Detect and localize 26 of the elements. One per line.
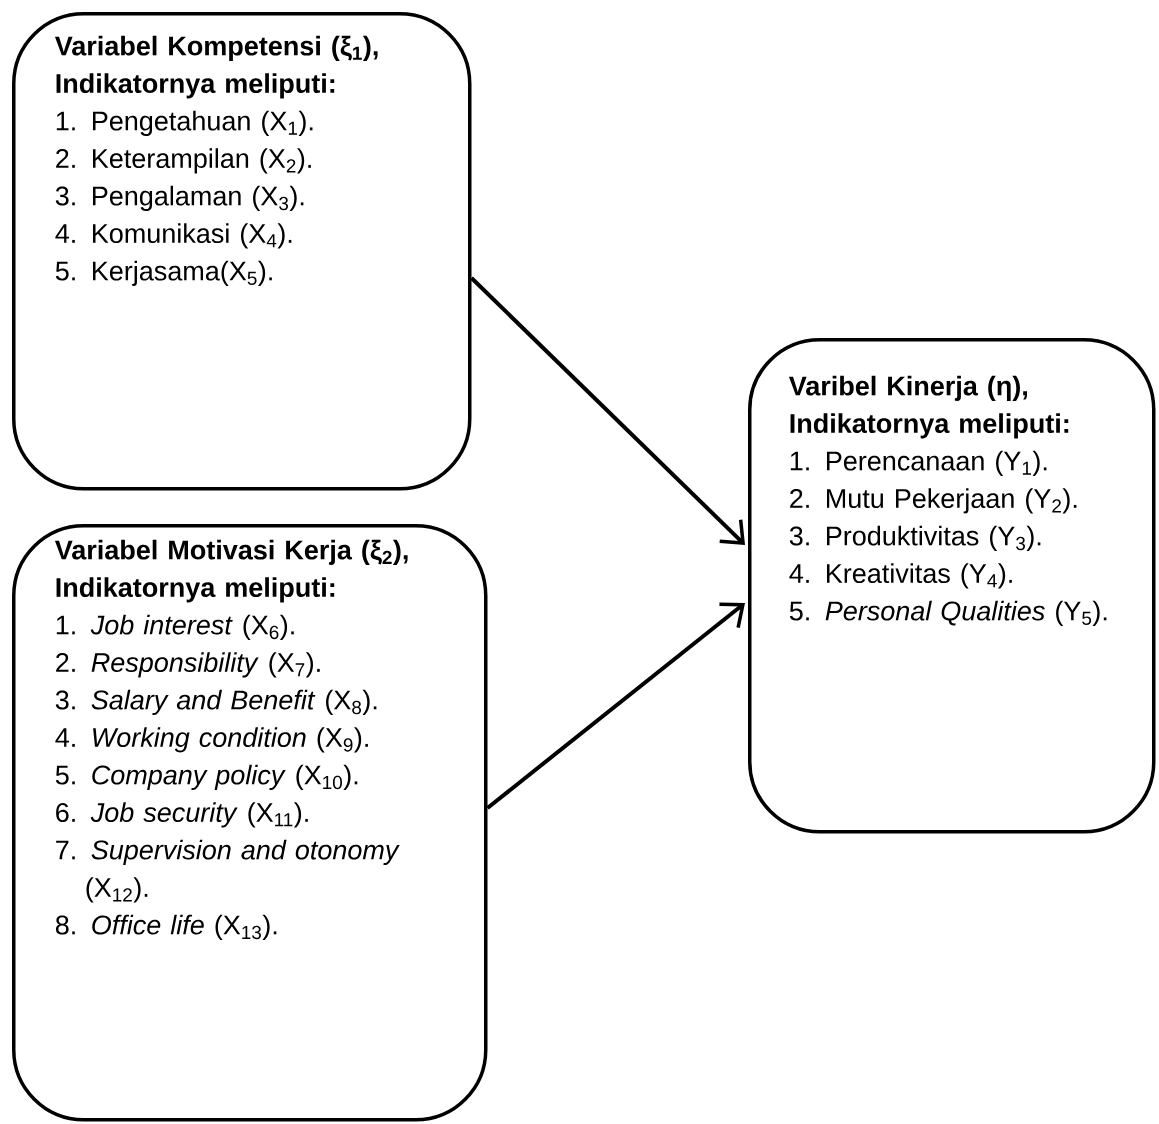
rounded-box — [12, 12, 472, 491]
arrow — [470, 276, 745, 545]
list-item: 1. Pengetahuan (X$_{1}$). — [56, 110, 313, 136]
list-item: 2. Mutu Pekerjaan (Y$_{2}$). — [790, 488, 1077, 514]
heading: Variabel Kompetensi (ξ$_{1}$), Indikatornya meliputi: — [54, 35, 378, 99]
list-item: 5. Personal Qualities (Y$_{5}$). — [789, 600, 1107, 626]
rounded-box — [12, 524, 488, 1122]
arrow — [486, 602, 745, 810]
list-item: 2. Keterampilan (X$_{2}$). — [56, 148, 311, 174]
heading: Variabel Motivasi Kerja (ξ$_{2}$), Indikatornya meliputi: — [54, 539, 408, 603]
list-item: 8. Office life (X$_{13}$). — [55, 914, 277, 940]
list-item: 4. Working condition (X$_{9}$). — [55, 727, 368, 753]
list-item: 7. Supervision and otonomy (X$_{12}$). — [56, 839, 400, 903]
heading: Varibel Kinerja (η), Indikatornya meliputi: — [788, 375, 1069, 439]
list-item: 5. Company policy (X$_{10}$). — [55, 764, 358, 790]
list-item: 6. Job security (X$_{11}$). — [56, 802, 308, 828]
list-item: 2. Responsibility (X$_{7}$). — [56, 652, 320, 678]
list-item: 5. Kerjasama(X$_{5}$). — [55, 260, 272, 286]
list-item: 4. Kreativitas (Y$_{4}$). — [789, 563, 1012, 589]
rounded-box — [748, 338, 1156, 834]
list-item: 4. Komunikasi (X$_{4}$). — [55, 223, 292, 249]
list-item: 3. Produktivitas (Y$_{3}$). — [789, 525, 1041, 551]
list-item: 3. Pengalaman (X$_{3}$). — [55, 185, 304, 211]
list-item: 3. Salary and Benefit (X$_{8}$). — [55, 689, 377, 715]
list-item: 1. Perencanaan (Y$_{1}$). — [790, 450, 1047, 476]
list-item: 1. Job interest (X$_{6}$). — [56, 614, 294, 640]
